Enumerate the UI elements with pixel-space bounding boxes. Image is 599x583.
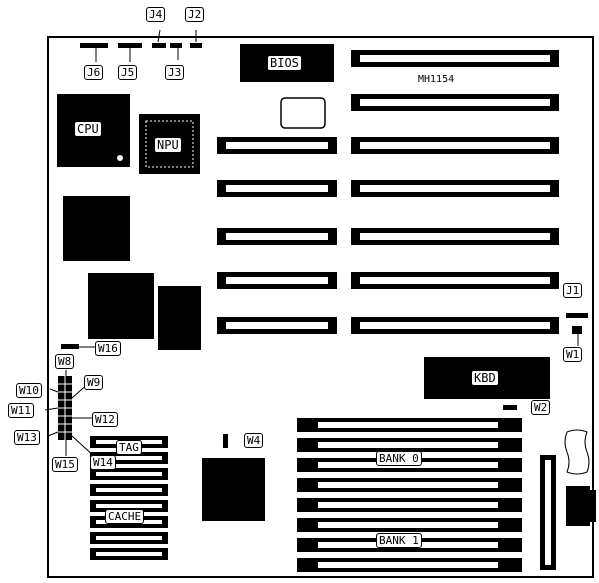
- w16-header: [61, 344, 79, 349]
- j6-header: [80, 43, 108, 48]
- cache-label: CACHE: [105, 509, 145, 524]
- w13-label: W13: [14, 430, 40, 445]
- w2-label: W2: [531, 400, 551, 415]
- chipset-chip-3: [158, 286, 201, 350]
- w10-label: W10: [16, 383, 42, 398]
- isa-slots-left: [217, 137, 337, 334]
- npu-label: NPU: [155, 138, 181, 152]
- chipset-chip-1: [63, 196, 130, 261]
- model-label: MH1154: [418, 74, 455, 85]
- j1-header: [566, 313, 588, 318]
- j1-label: J1: [563, 283, 583, 298]
- isa-slots-right: [351, 50, 559, 334]
- w14-label: W14: [90, 455, 116, 470]
- w9-label: W9: [84, 375, 104, 390]
- chipset-chip-2: [88, 273, 154, 339]
- w2-header: [503, 405, 517, 410]
- j6-label: J6: [84, 65, 104, 80]
- battery: [564, 429, 590, 475]
- j5-header: [118, 43, 142, 48]
- tag-label: TAG: [116, 440, 142, 455]
- bank0-label: BANK 0: [376, 451, 422, 466]
- w1-label: W1: [563, 347, 583, 362]
- cpu-label: CPU: [75, 122, 101, 136]
- j4-header: [152, 43, 166, 48]
- bank1-label: BANK 1: [376, 533, 422, 548]
- w11-label: W11: [8, 403, 34, 418]
- j2-header: [190, 43, 202, 48]
- w4-header: [223, 434, 228, 448]
- j3-label: J3: [165, 65, 185, 80]
- j5-label: J5: [118, 65, 138, 80]
- w4-label: W4: [244, 433, 264, 448]
- w15-label: W15: [52, 457, 78, 472]
- j3-header: [170, 43, 182, 48]
- crystal-oscillator: [280, 97, 326, 129]
- w12-label: W12: [92, 412, 118, 427]
- kbd-label: KBD: [472, 371, 498, 385]
- w1-header: [572, 326, 582, 334]
- w16-label: W16: [95, 341, 121, 356]
- chipset-chip-4: [202, 458, 265, 521]
- bios-label: BIOS: [268, 56, 301, 70]
- w8-label: W8: [55, 354, 75, 369]
- j2-label: J2: [185, 7, 205, 22]
- j4-label: J4: [146, 7, 166, 22]
